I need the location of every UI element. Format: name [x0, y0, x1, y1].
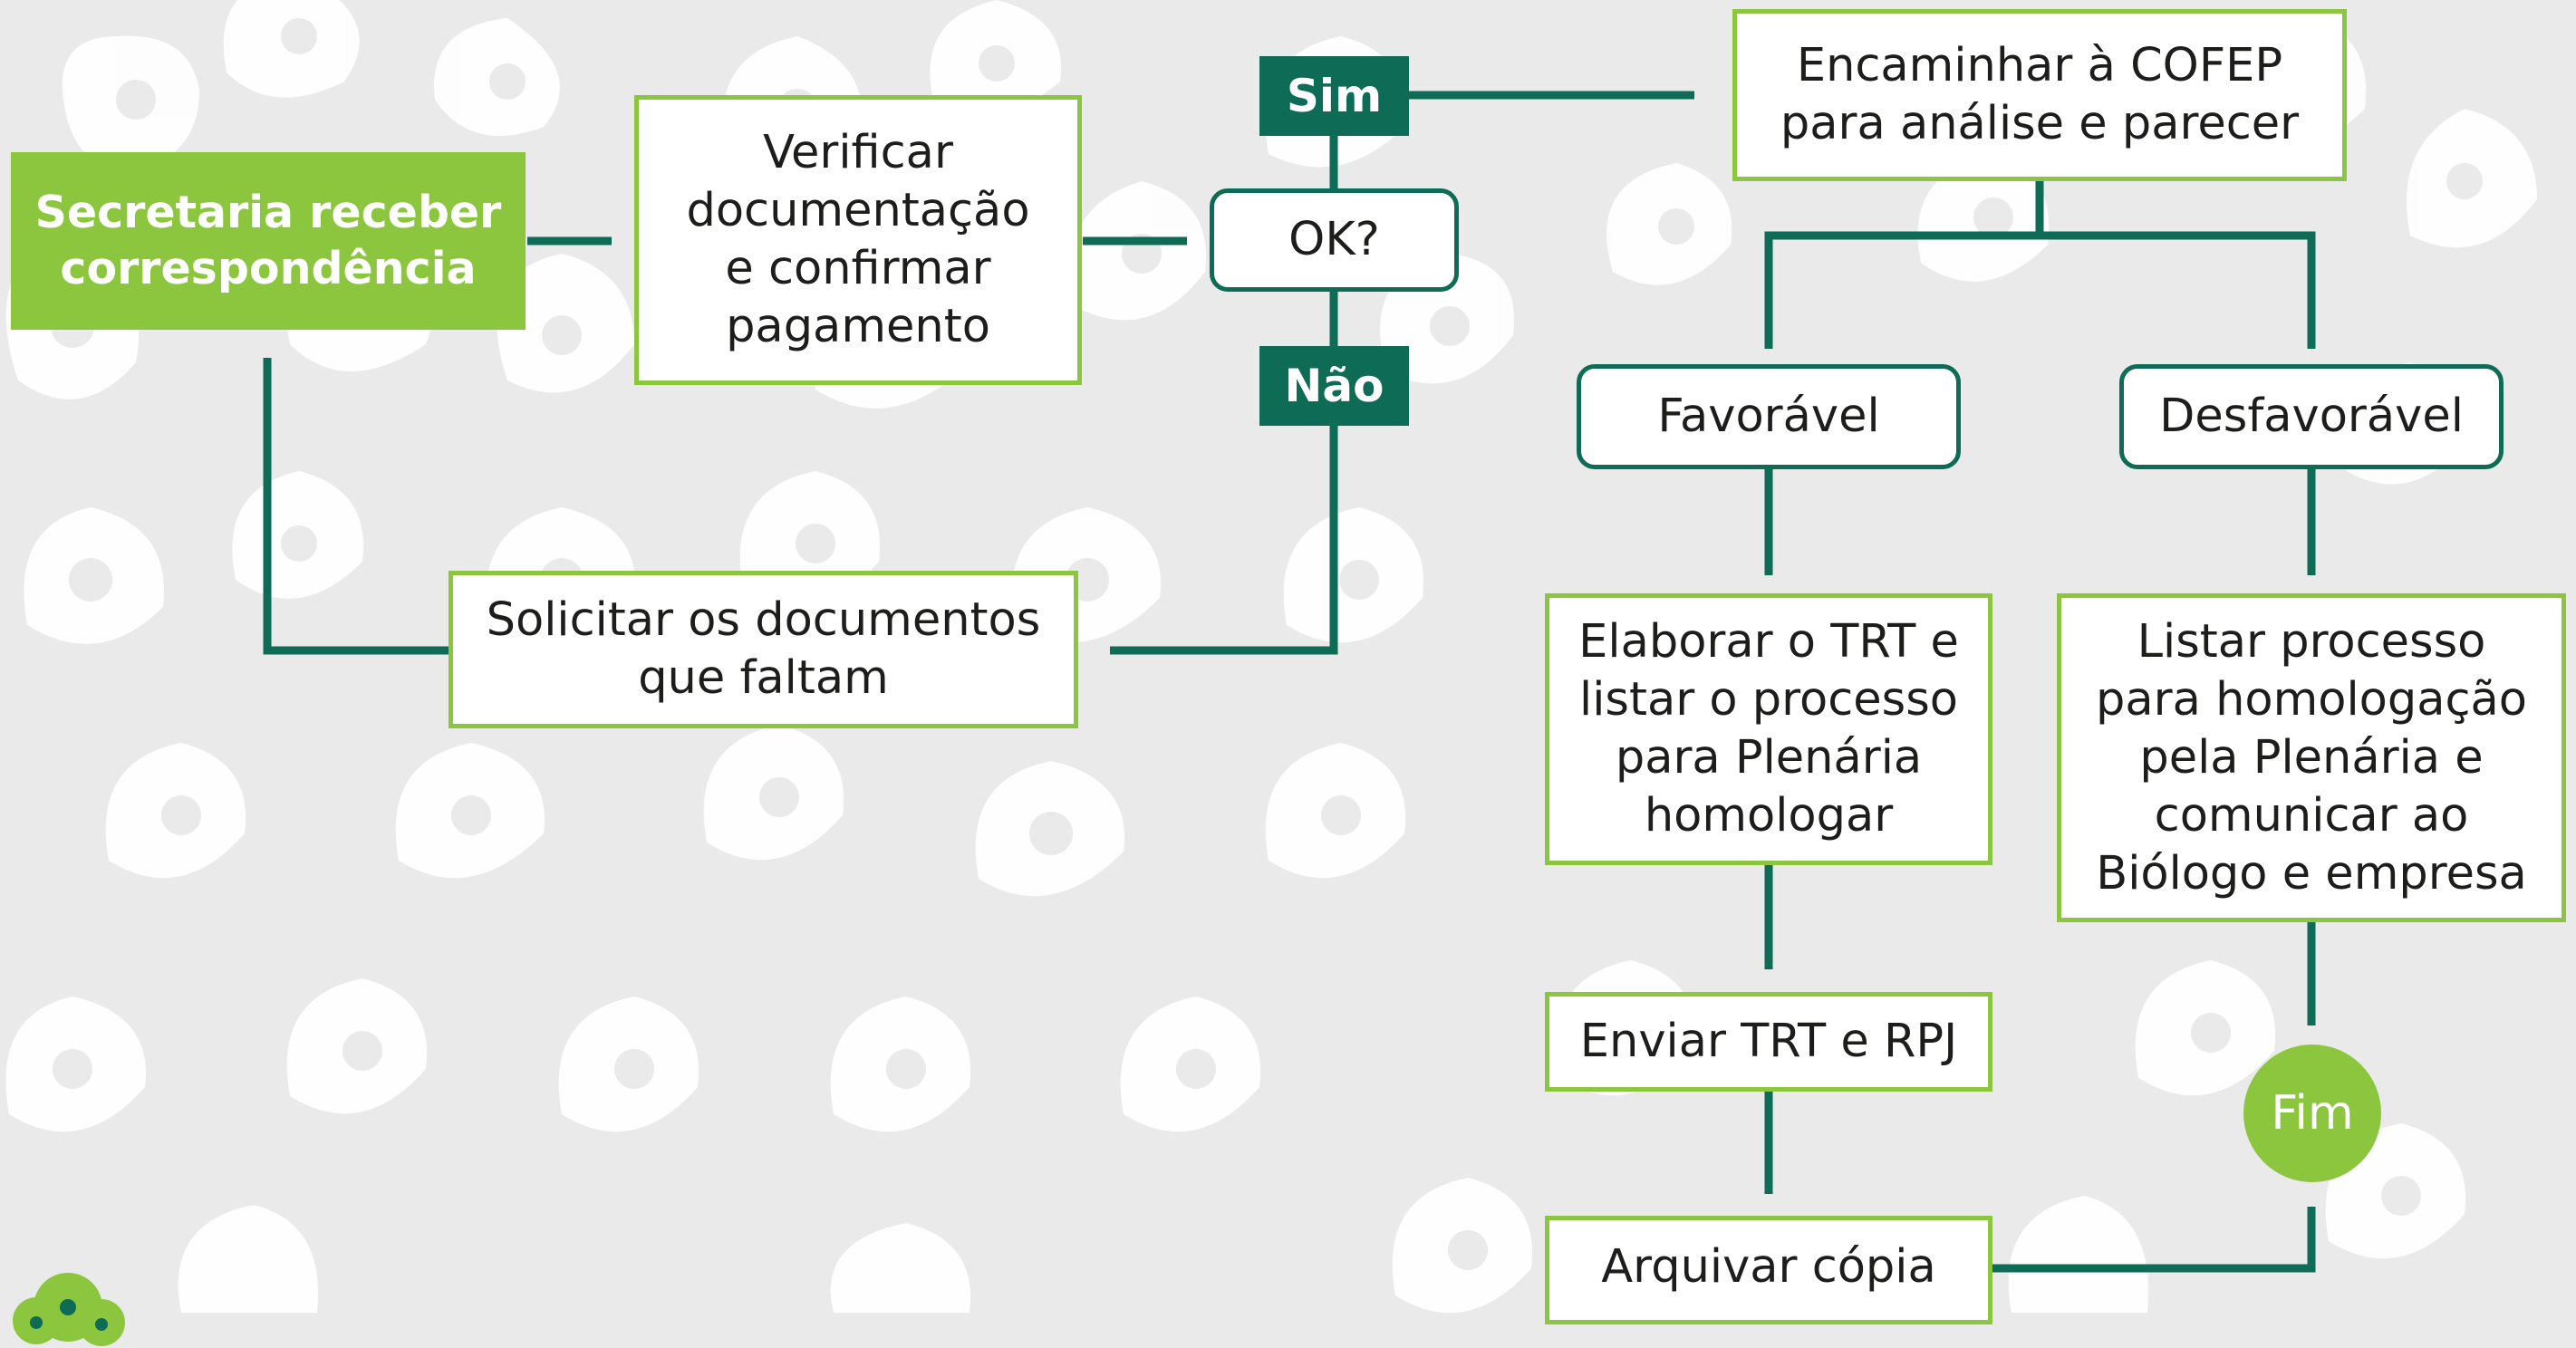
decision-node: OK? [1210, 188, 1459, 292]
forward-node: Encaminhar à COFEP para análise e parece… [1732, 9, 2347, 181]
elaborate-node: Elaborar o TRT e listar o processo para … [1545, 593, 1992, 865]
favorable-node: Favorável [1577, 364, 1961, 469]
verify-node: Verificar documentação e confirmar pagam… [634, 95, 1082, 385]
no-label: Não [1259, 346, 1409, 426]
logo-icon [13, 1273, 125, 1346]
unfavorable-node: Desfavorável [2119, 364, 2504, 469]
arrow-nao-to-request [1109, 426, 1338, 655]
archive-node: Arquivar cópia [1545, 1216, 1992, 1324]
flow-connectors [263, 91, 2316, 1273]
end-node: Fim [2243, 1045, 2381, 1182]
arrow-to-favorable [1764, 231, 2040, 350]
request-docs-node: Solicitar os documentos que faltam [449, 571, 1078, 728]
arrow-to-unfavorable [2040, 231, 2316, 350]
arrow-archive-to-end [1989, 1206, 2316, 1273]
start-node: Secretaria receber correspondência [11, 152, 526, 330]
send-node: Enviar TRT e RPJ [1545, 992, 1992, 1092]
arrow-request-to-start [263, 357, 449, 655]
list-process-node: Listar processo para homologação pela Pl… [2057, 593, 2566, 922]
yes-label: Sim [1259, 56, 1409, 136]
